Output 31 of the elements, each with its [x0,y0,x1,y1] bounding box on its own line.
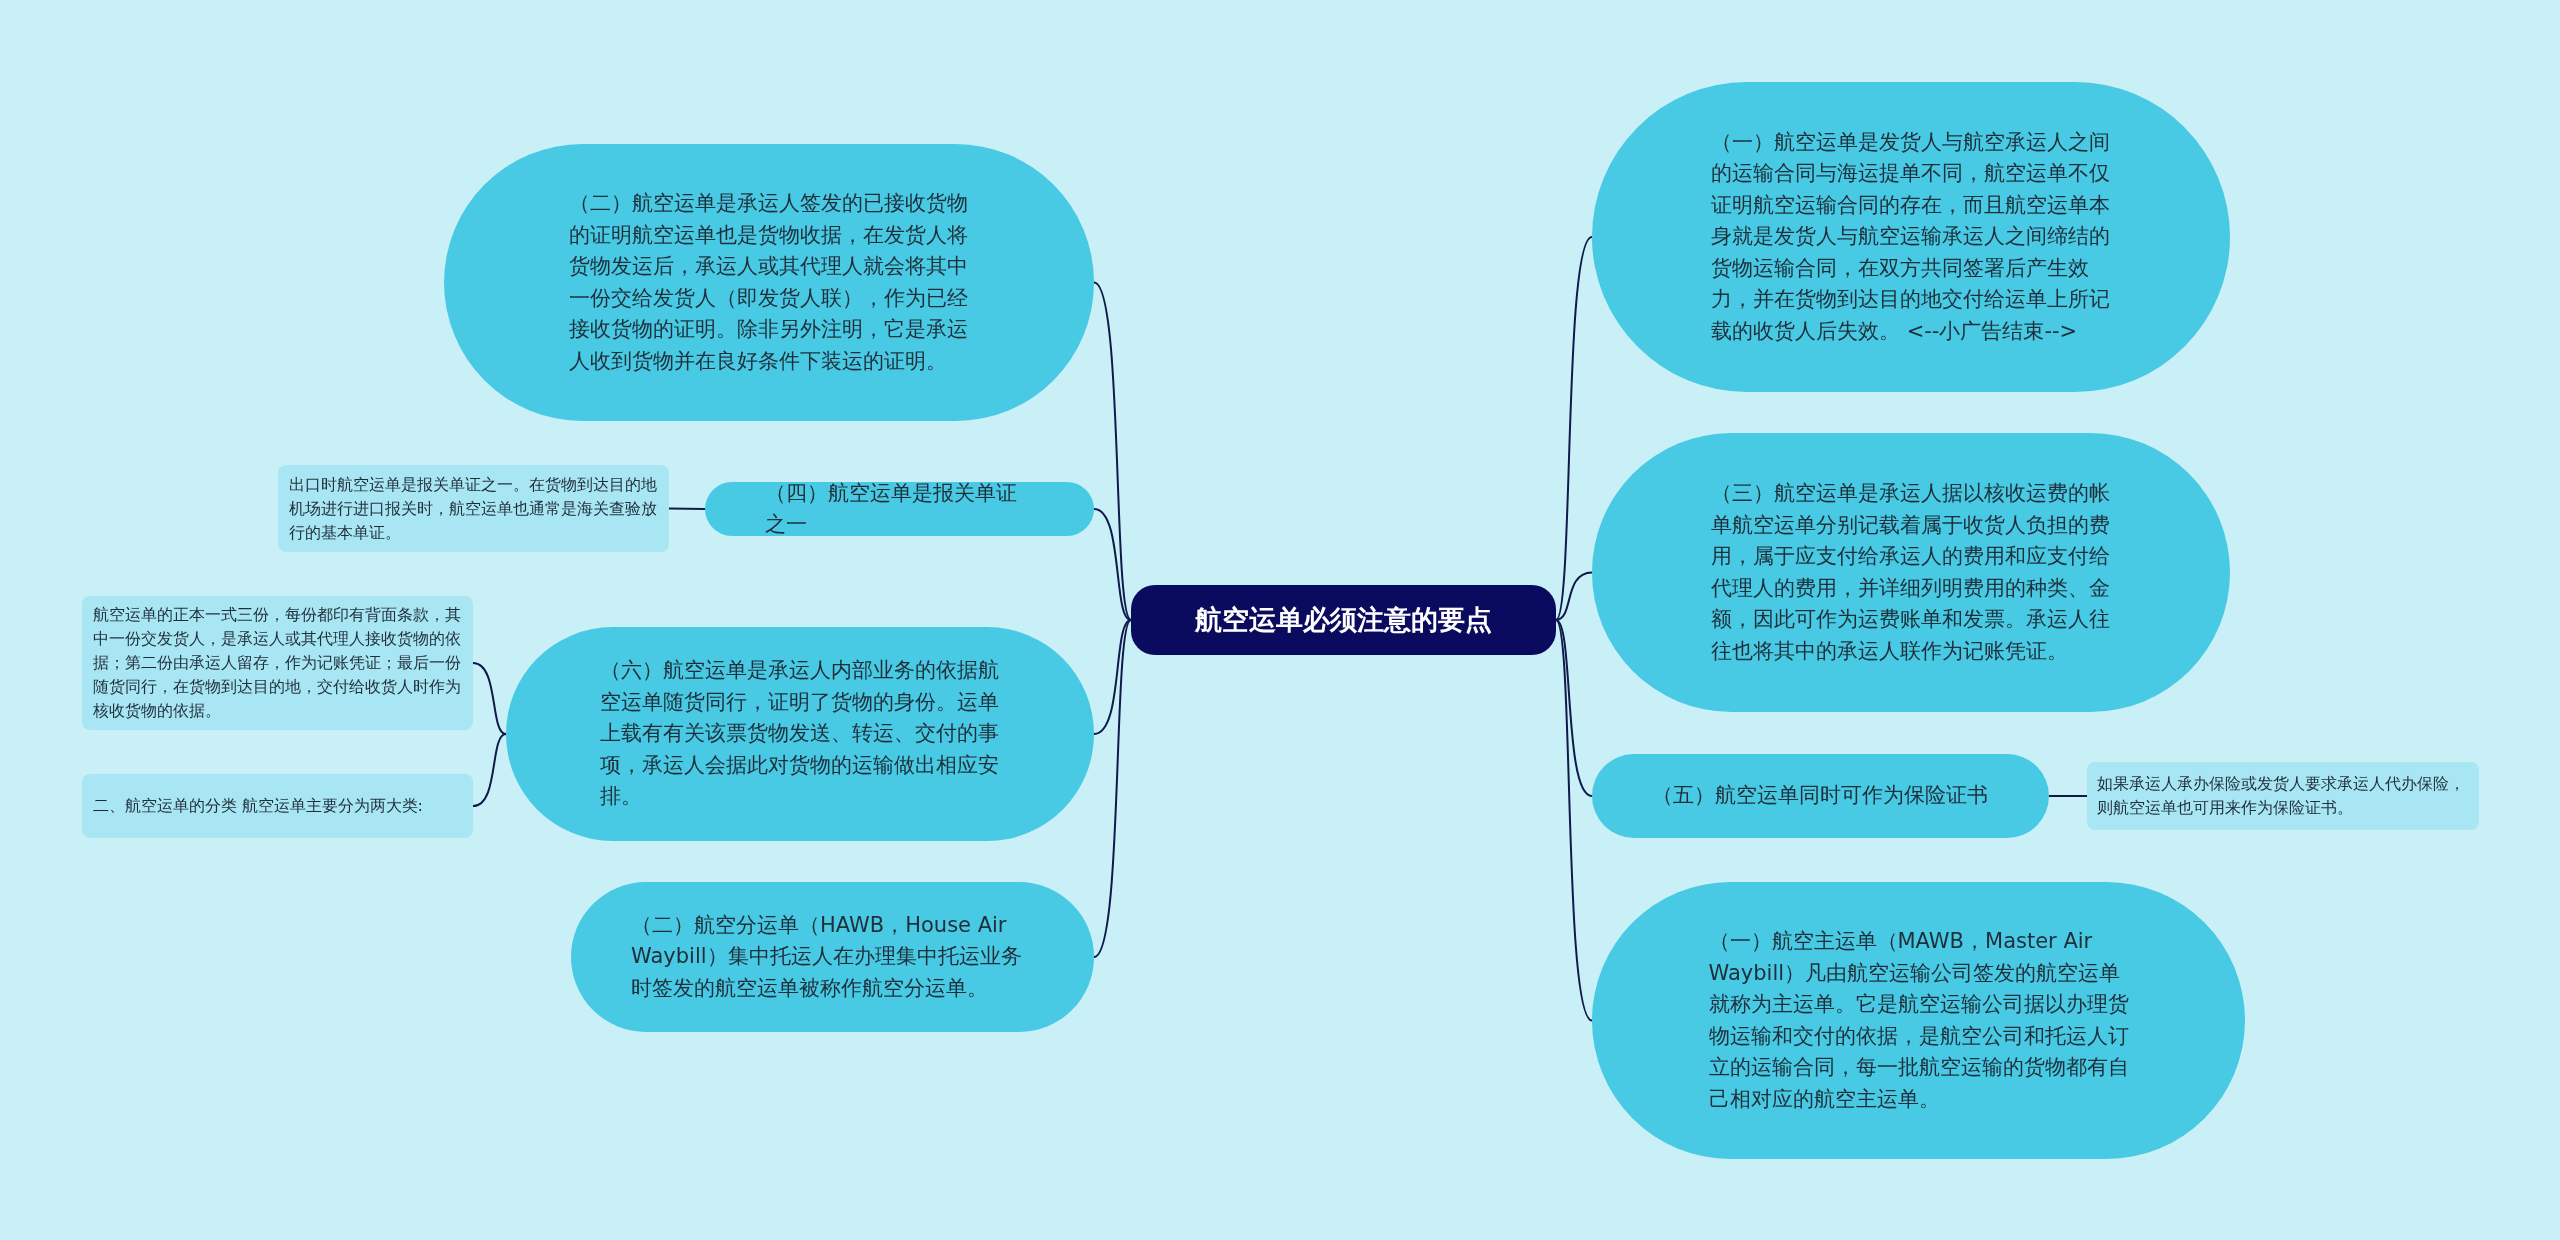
connector-line [1093,619,1132,735]
connector-line [1093,619,1132,958]
connector-line [668,507,706,510]
connector-line [472,733,507,807]
connector-line [1555,236,1593,621]
topic-bubble [705,482,1094,536]
topic-text: 出口时航空运单是报关单证之一。在货物到达目的地机场进行进口报关时，航空运单也通常是海关查验放行的基本单证。 [288,473,658,544]
topic-text: （三）航空运单是承运人据以核收运费的帐单航空运单分别记载着属于收货人负担的费用，属于应支付给承运人的费用和应支付给代理人的费用，并详细列明费用的种类、金额，因此可作为运费账单和发票。承运人往往也将其中的承运人联作为记账凭证。 [1711,480,2111,665]
topic-text: 航空运单的正本一式三份，每份都印有背面条款，其中一份交发货人，是承运人或其代理人接收货物的依据；第二份由承运人留存，作为记账凭证；最后一份随货同行，在货物到达目的地，交付给收货人时作为核收货物的依据。 [92,604,462,722]
connector-line [1093,281,1132,621]
topic-text: （一）航空主运单（MAWB，Master Air Waybill）凡由航空运输公司签发的航空运单就称为主运单。它是航空运输公司据以办理货物运输和交付的依据，是航空公司和托运人订立的运输合同，每一批航空运输的货物都有自己相对应的航空主运单。 [1708,928,2129,1113]
connector-line [472,662,507,735]
note-card [82,774,473,838]
note-card [2087,762,2479,830]
topic-text: （二）航空分运单（HAWB，House Air Waybill）集中托运人在办理集中托运业务时签发的航空运单被称作航空分运单。 [631,911,1023,1002]
topic-text: （二）航空运单是承运人签发的已接收货物的证明航空运单也是货物收据，在发货人将货物发运后，承运人或其代理人就会将其中一份交给发货人（即发货人联），作为已经接收货物的证明。除非另外注明，它是承运人收到货物并在良好条件下装运的证明。 [569,190,969,375]
topic-text: （五）航空运单同时可作为保险证书 [1652,782,1989,810]
topic-text: （六）航空运单是承运人内部业务的依据航空运单随货同行，证明了货物的身份。运单上载有有关该票货物发送、转运、交付的事项，承运人会据此对货物的运输做出相应安排。 [600,657,1000,811]
topic-text: （四）航空运单是报关单证之一 [765,479,1018,538]
topic-text: （一）航空运单是发货人与航空承运人之间的运输合同与海运提单不同，航空运单不仅证明航空运输合同的存在，而且航空运单本身就是发货人与航空运输承运人之间缔结的货物运输合同，在双方共同签署后产生效力，并在货物到达目的地交付给运单上所记载的收货人后失效。 <--小广告结束--> [1711,128,2111,345]
note-card [278,465,669,552]
topic-text: 二、航空运单的分类 航空运单主要分为两大类: [92,795,424,817]
connector-line [1555,619,1593,1022]
topic-text: 如果承运人承办保险或发货人要求承运人代办保险，则航空运单也可用来作为保险证书。 [2097,773,2466,819]
note-card [82,596,473,730]
central-topic [1131,585,1556,655]
connector-line [1555,571,1593,621]
connector-line [2048,795,2088,797]
connector-line [1555,619,1593,797]
topic-text: 航空运单必须注意的要点 [1193,602,1493,637]
connector-line [1093,508,1132,621]
